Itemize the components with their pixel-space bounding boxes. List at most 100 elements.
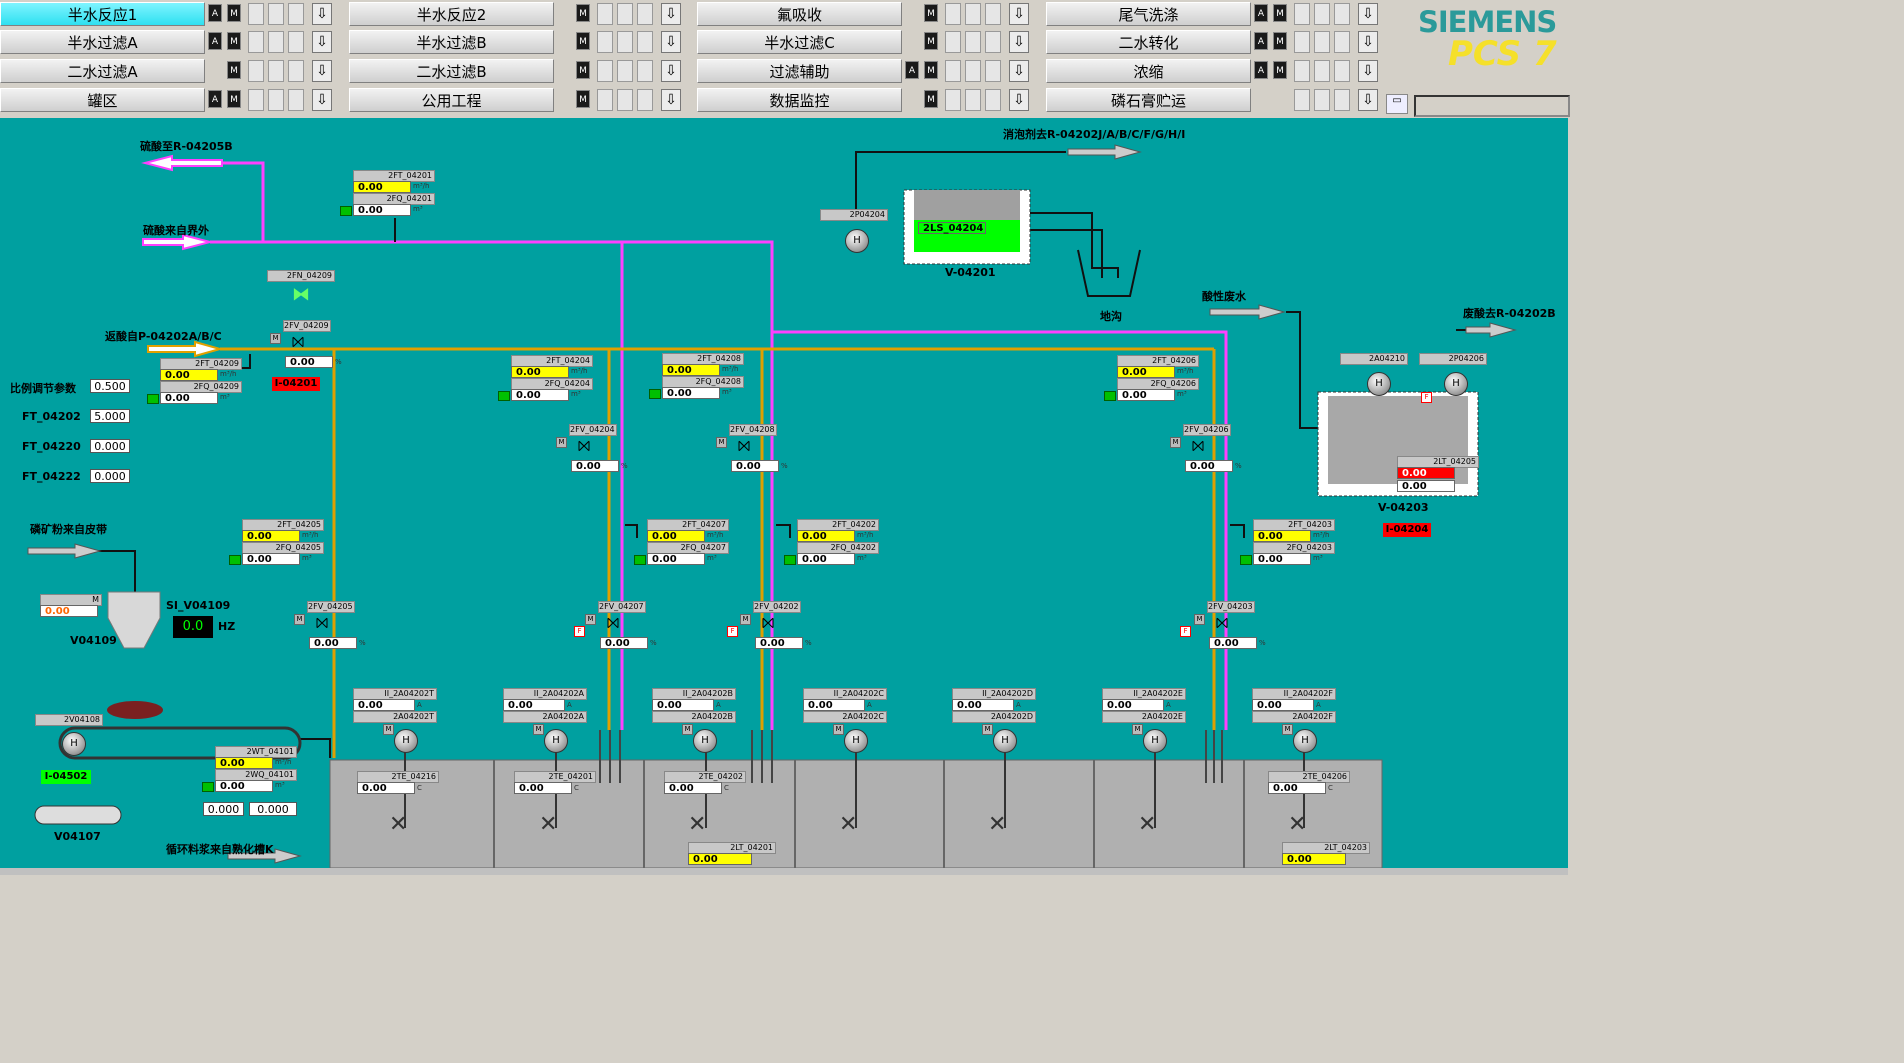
- down-arrow-icon[interactable]: ⇩: [661, 89, 681, 111]
- nav-button-1-2[interactable]: 半水过滤C: [697, 30, 902, 54]
- valve-icon[interactable]: ⧖: [757, 616, 779, 630]
- manual-mode-indicator[interactable]: M: [576, 90, 590, 108]
- pump-icon[interactable]: H: [845, 229, 869, 253]
- fault-mark[interactable]: F: [574, 626, 585, 637]
- fault-mark[interactable]: F: [1180, 626, 1191, 637]
- nav-button-3-0[interactable]: 罐区: [0, 88, 205, 112]
- valve-icon[interactable]: ⧖: [733, 439, 755, 453]
- down-arrow-icon[interactable]: ⇩: [312, 60, 332, 82]
- manual-mark[interactable]: M: [1132, 724, 1143, 735]
- ft04220-input[interactable]: 0.000: [90, 439, 130, 453]
- manual-mark[interactable]: M: [270, 333, 281, 344]
- manual-mark[interactable]: M: [294, 614, 305, 625]
- manual-mode-indicator[interactable]: M: [1273, 4, 1287, 22]
- nav-button-1-3[interactable]: 二水转化: [1046, 30, 1251, 54]
- manual-mark[interactable]: M: [585, 614, 596, 625]
- agitator-motor-icon[interactable]: H: [693, 729, 717, 753]
- belt-param-2[interactable]: 0.000: [249, 802, 297, 816]
- auto-mode-indicator[interactable]: A: [1254, 61, 1268, 79]
- manual-mark[interactable]: M: [833, 724, 844, 735]
- ft04222-input[interactable]: 0.000: [90, 469, 130, 483]
- manual-mode-indicator[interactable]: M: [1273, 32, 1287, 50]
- pump-icon[interactable]: H: [1444, 372, 1468, 396]
- down-arrow-icon[interactable]: ⇩: [661, 60, 681, 82]
- solenoid-valve-icon[interactable]: ⧓: [292, 284, 310, 305]
- valve-icon[interactable]: ⧖: [287, 335, 309, 349]
- manual-mode-indicator[interactable]: M: [576, 61, 590, 79]
- manual-mode-indicator[interactable]: M: [576, 4, 590, 22]
- manual-mark[interactable]: M: [383, 724, 394, 735]
- down-arrow-icon[interactable]: ⇩: [661, 3, 681, 25]
- manual-mode-indicator[interactable]: M: [227, 90, 241, 108]
- manual-mark[interactable]: M: [1170, 437, 1181, 448]
- down-arrow-icon[interactable]: ⇩: [312, 31, 332, 53]
- agitator-motor-icon[interactable]: H: [993, 729, 1017, 753]
- fault-mark[interactable]: F: [1421, 392, 1432, 403]
- down-arrow-icon[interactable]: ⇩: [312, 89, 332, 111]
- manual-mode-indicator[interactable]: M: [924, 90, 938, 108]
- manual-mode-indicator[interactable]: M: [227, 32, 241, 50]
- auto-mode-indicator[interactable]: A: [208, 90, 222, 108]
- auto-mode-indicator[interactable]: A: [208, 32, 222, 50]
- mini-screen-icon[interactable]: ▭: [1386, 94, 1408, 114]
- alarm-i04204[interactable]: I-04204: [1383, 523, 1431, 537]
- valve-icon[interactable]: ⧖: [573, 439, 595, 453]
- nav-button-1-0[interactable]: 半水过滤A: [0, 30, 205, 54]
- down-arrow-icon[interactable]: ⇩: [1009, 89, 1029, 111]
- manual-mode-indicator[interactable]: M: [576, 32, 590, 50]
- valve-icon[interactable]: ⧖: [1211, 616, 1233, 630]
- nav-button-3-2[interactable]: 数据监控: [697, 88, 902, 112]
- nav-button-2-2[interactable]: 过滤辅助: [697, 59, 902, 83]
- manual-mark[interactable]: M: [740, 614, 751, 625]
- nav-button-0-1[interactable]: 半水反应2: [349, 2, 554, 26]
- nav-button-2-3[interactable]: 浓缩: [1046, 59, 1251, 83]
- manual-mode-indicator[interactable]: M: [924, 61, 938, 79]
- agitator-motor-icon[interactable]: H: [844, 729, 868, 753]
- nav-button-0-3[interactable]: 尾气洗涤: [1046, 2, 1251, 26]
- down-arrow-icon[interactable]: ⇩: [661, 31, 681, 53]
- down-arrow-icon[interactable]: ⇩: [1009, 60, 1029, 82]
- auto-mode-indicator[interactable]: A: [905, 61, 919, 79]
- alarm-i04201[interactable]: I-04201: [272, 377, 320, 391]
- manual-mark[interactable]: M: [982, 724, 993, 735]
- manual-mark[interactable]: M: [1282, 724, 1293, 735]
- down-arrow-icon[interactable]: ⇩: [1358, 60, 1378, 82]
- pump-icon[interactable]: H: [62, 732, 86, 756]
- down-arrow-icon[interactable]: ⇩: [1358, 31, 1378, 53]
- manual-mode-indicator[interactable]: M: [924, 32, 938, 50]
- nav-button-1-1[interactable]: 半水过滤B: [349, 30, 554, 54]
- down-arrow-icon[interactable]: ⇩: [1009, 31, 1029, 53]
- manual-mode-indicator[interactable]: M: [227, 4, 241, 22]
- bottom-scrollbar[interactable]: [0, 868, 1568, 875]
- ft04202-input[interactable]: 5.000: [90, 409, 130, 423]
- agitator-motor-icon[interactable]: H: [394, 729, 418, 753]
- alarm-i04502[interactable]: I-04502: [41, 770, 91, 784]
- nav-button-0-2[interactable]: 氟吸收: [697, 2, 902, 26]
- down-arrow-icon[interactable]: ⇩: [1009, 3, 1029, 25]
- down-arrow-icon[interactable]: ⇩: [1358, 3, 1378, 25]
- nav-button-0-0[interactable]: 半水反应1: [0, 2, 205, 26]
- manual-mode-indicator[interactable]: M: [924, 4, 938, 22]
- manual-mark[interactable]: M: [556, 437, 567, 448]
- manual-mark[interactable]: M: [716, 437, 727, 448]
- belt-param-1[interactable]: 0.000: [203, 802, 244, 816]
- manual-mark[interactable]: M: [1194, 614, 1205, 625]
- down-arrow-icon[interactable]: ⇩: [312, 3, 332, 25]
- ratio-input[interactable]: 0.500: [90, 379, 130, 393]
- nav-button-2-0[interactable]: 二水过滤A: [0, 59, 205, 83]
- agitator-motor-icon[interactable]: H: [1293, 729, 1317, 753]
- manual-mode-indicator[interactable]: M: [1273, 61, 1287, 79]
- auto-mode-indicator[interactable]: A: [1254, 32, 1268, 50]
- manual-mark[interactable]: M: [533, 724, 544, 735]
- manual-mark[interactable]: M: [682, 724, 693, 735]
- nav-button-3-3[interactable]: 磷石膏贮运: [1046, 88, 1251, 112]
- auto-mode-indicator[interactable]: A: [1254, 4, 1268, 22]
- auto-mode-indicator[interactable]: A: [208, 4, 222, 22]
- nav-button-2-1[interactable]: 二水过滤B: [349, 59, 554, 83]
- nav-button-3-1[interactable]: 公用工程: [349, 88, 554, 112]
- manual-mode-indicator[interactable]: M: [227, 61, 241, 79]
- valve-icon[interactable]: ⧖: [602, 616, 624, 630]
- valve-icon[interactable]: ⧖: [1187, 439, 1209, 453]
- fault-mark[interactable]: F: [727, 626, 738, 637]
- agitator-motor-icon[interactable]: H: [1143, 729, 1167, 753]
